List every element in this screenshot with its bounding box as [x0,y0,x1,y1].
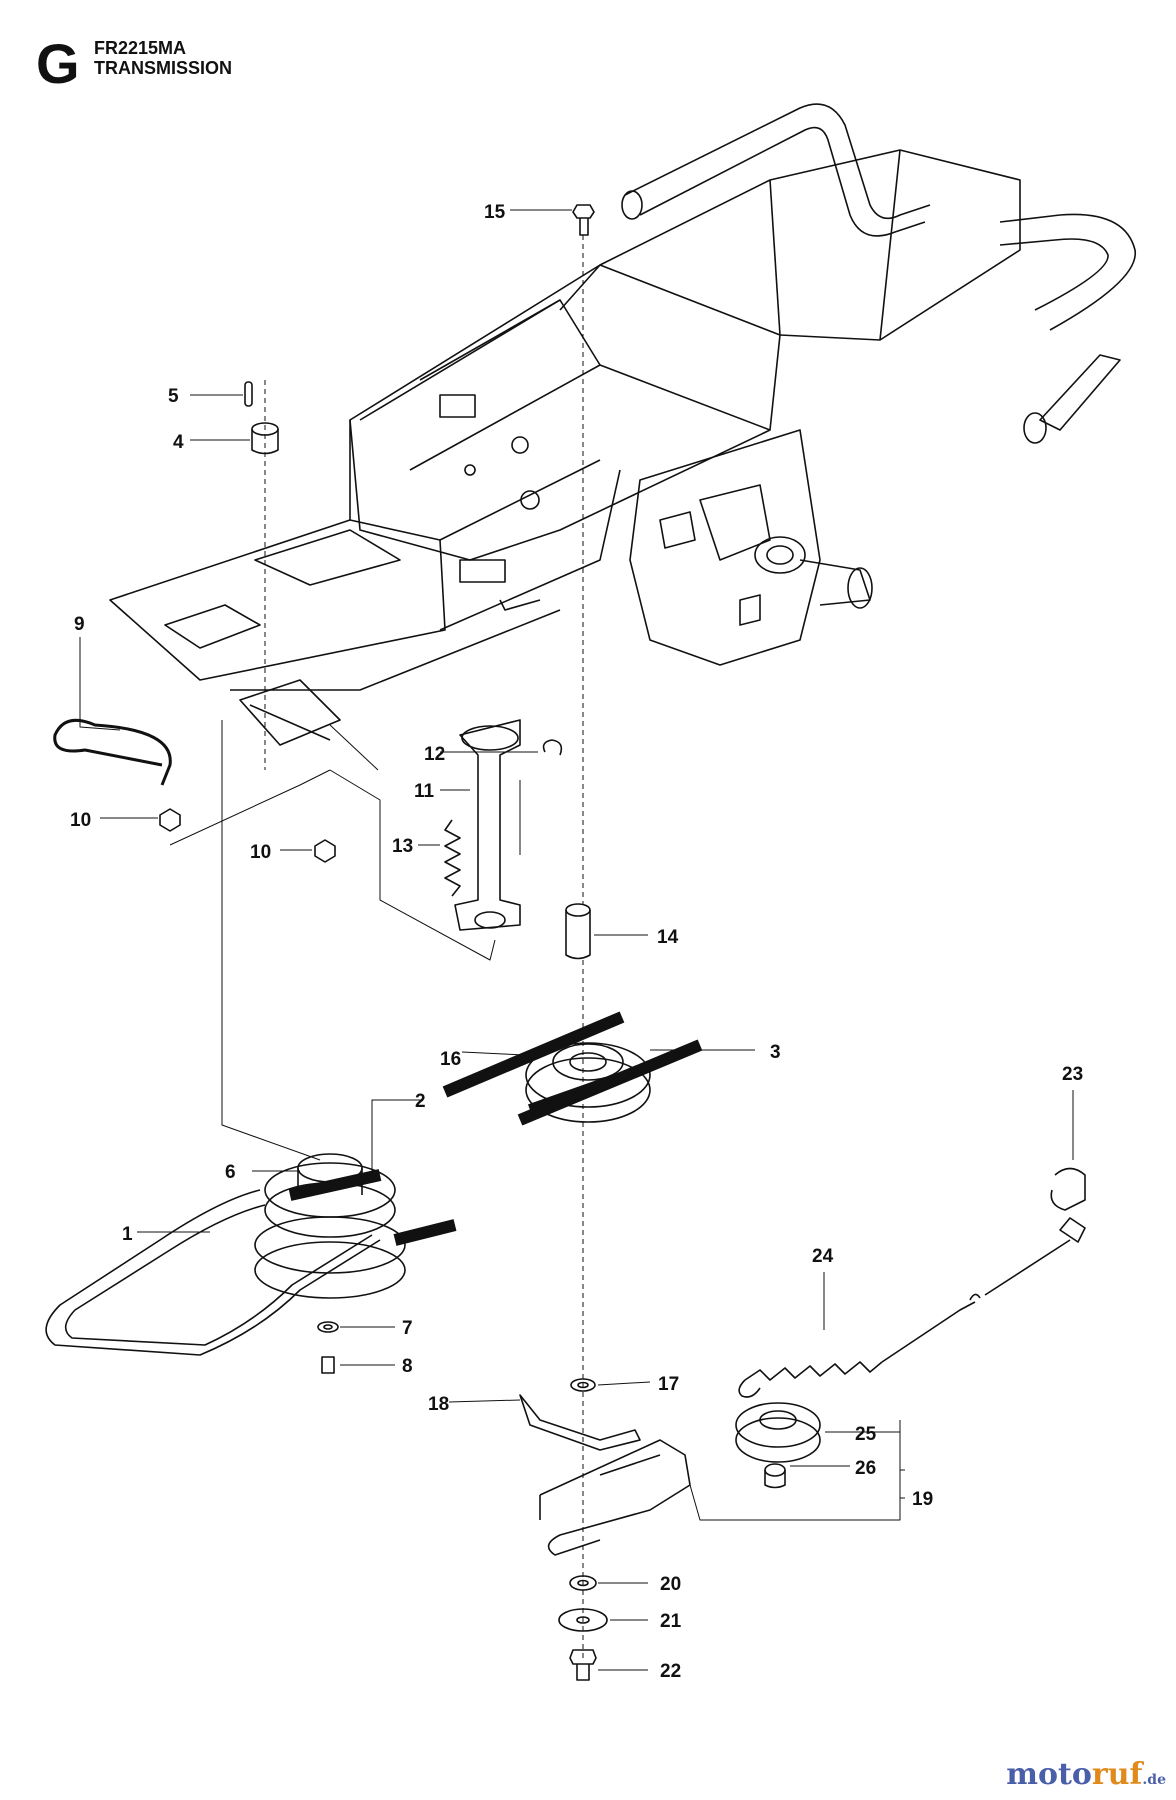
callout-11: 11 [414,781,435,802]
callout-18: 18 [428,1394,449,1415]
callout-17: 17 [658,1374,679,1395]
bolt-22 [569,1649,597,1681]
watermark-logo: motoruf.de [1006,1757,1166,1792]
bracket-19 [539,1439,691,1556]
callout-20: 20 [660,1574,681,1595]
spacer-26 [764,1463,786,1489]
callout-13: 13 [392,836,413,857]
nut-10-center [314,839,336,863]
transmission-housing [629,429,873,666]
callout-6: 6 [225,1162,236,1183]
idler-pulley-25 [735,1402,821,1463]
lever-rod-9 [53,718,172,786]
section-letter: G [36,32,80,95]
callout-24: 24 [812,1246,834,1267]
bolt-15 [572,204,595,236]
watermark-accent: ruf [1091,1757,1143,1792]
callout-1: 1 [122,1224,133,1245]
callout-19: 19 [912,1489,933,1510]
callout-25: 25 [855,1424,877,1445]
spring-24 [738,1349,901,1398]
callout-10-left: 10 [70,810,91,831]
handle-bar-right [999,213,1136,444]
clip-12 [542,739,563,756]
diagram-title: TRANSMISSION [94,58,233,78]
watermark-main: moto [1006,1757,1092,1792]
callout-21: 21 [660,1611,682,1632]
plate-18 [519,1394,641,1451]
washer-7 [317,1321,339,1333]
cable-23 [899,1167,1086,1351]
idler-arm [454,719,521,931]
callout-10-center: 10 [250,842,271,863]
key-5 [244,381,253,407]
pulley-left-assembly [254,1153,406,1299]
spring-13 [444,819,461,897]
callout-5: 5 [168,386,179,407]
callout-8: 8 [402,1356,413,1377]
callout-16: 16 [440,1049,461,1070]
handle-bar-left [621,103,931,237]
callout-9: 9 [74,614,85,635]
callout-26: 26 [855,1458,876,1479]
center-axis-line [264,235,584,1660]
callout-4: 4 [173,432,184,453]
bolt-8 [321,1356,335,1374]
callout-22: 22 [660,1661,681,1682]
callout-15: 15 [484,202,506,223]
assembly-guide-lines [169,720,905,1521]
leader-lines [79,209,1074,1671]
nut-10-left [159,808,181,832]
model-number: FR2215MA [94,38,187,58]
watermark-suffix: .de [1142,1772,1166,1788]
callout-23: 23 [1062,1064,1083,1085]
drive-belt [45,1189,381,1356]
bushing-14 [565,903,591,960]
callout-3: 3 [770,1042,781,1063]
idler-pulley-center [525,1042,651,1123]
callout-7: 7 [402,1318,413,1339]
belt-segments [288,1011,703,1246]
callout-labels: 1 2 3 4 5 6 7 8 9 10 10 11 12 13 14 15 1… [70,202,1083,1682]
callout-12: 12 [424,744,445,765]
callout-2: 2 [415,1091,426,1112]
chassis-frame [109,149,1021,746]
callout-14: 14 [657,927,679,948]
